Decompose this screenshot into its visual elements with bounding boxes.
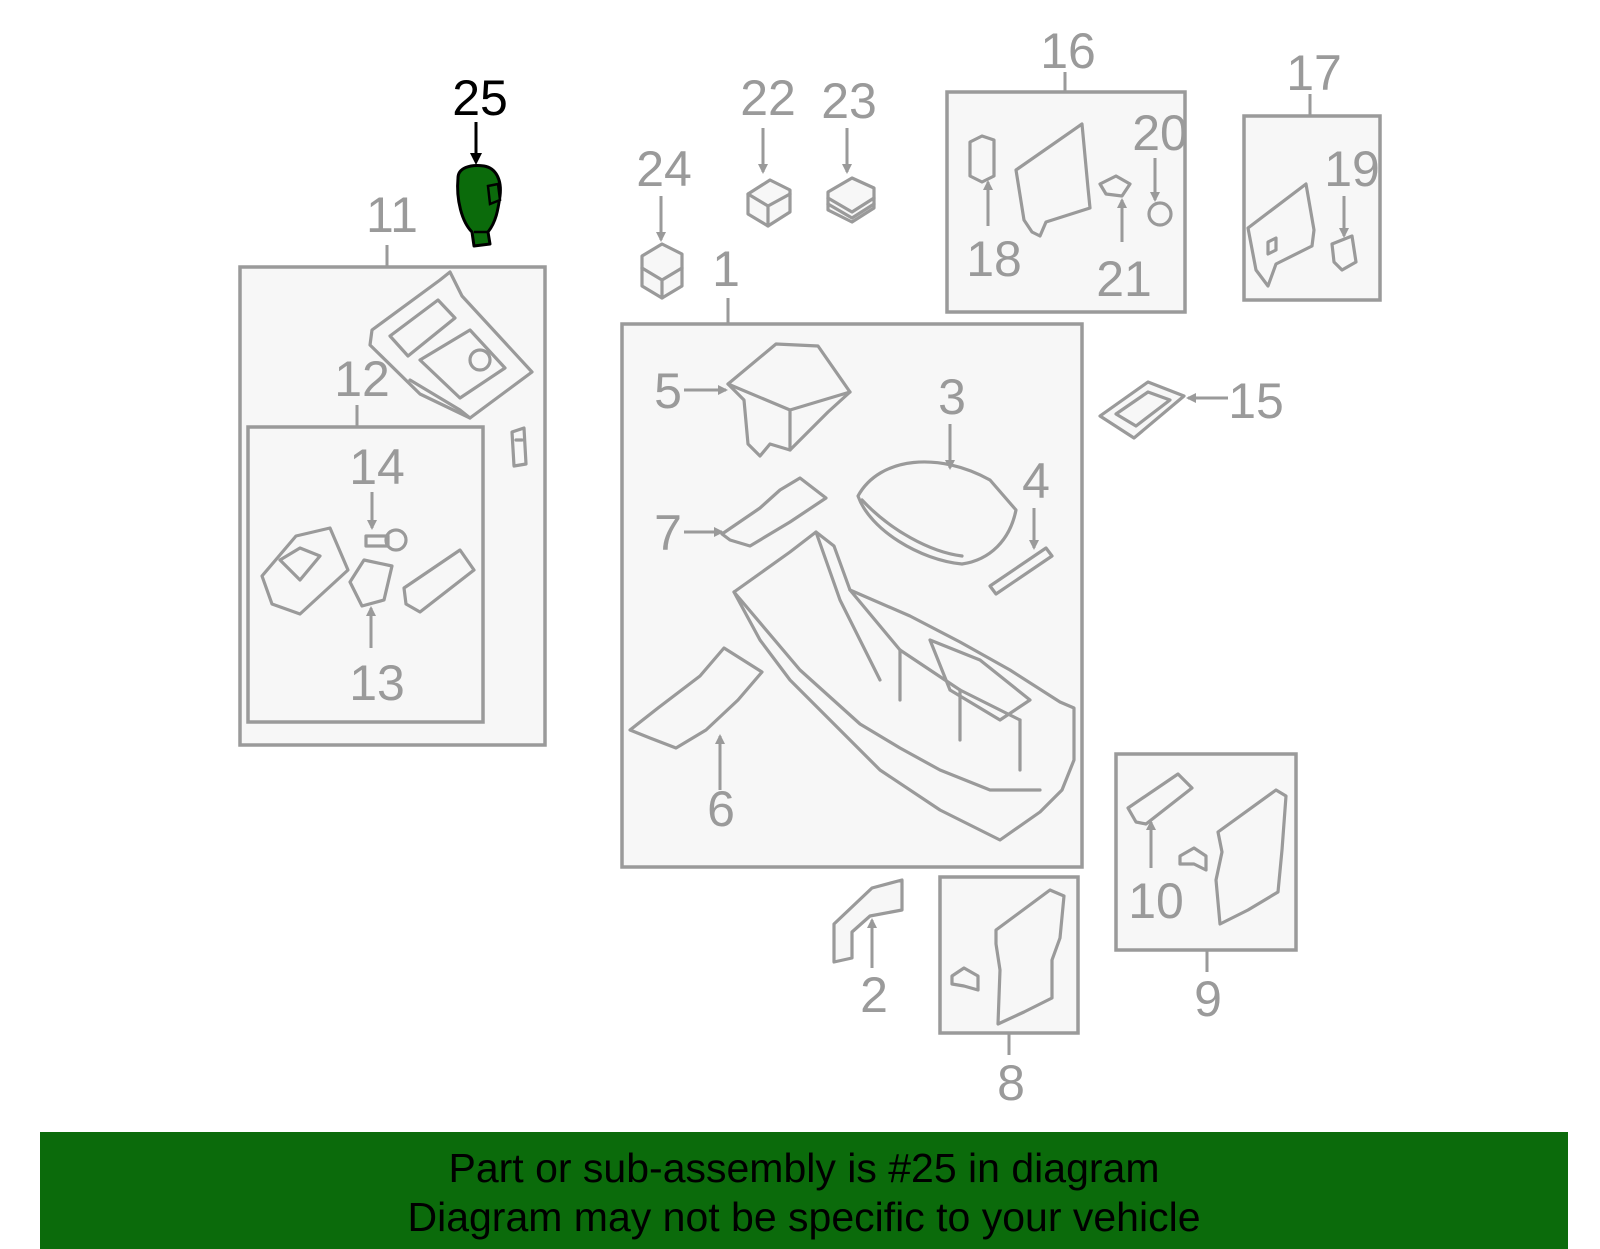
console-body bbox=[732, 530, 1076, 842]
pocket-part bbox=[402, 548, 476, 614]
bracket-16 bbox=[1014, 122, 1092, 238]
callout-24[interactable]: 24 bbox=[636, 141, 692, 197]
bulb-part bbox=[364, 528, 408, 552]
part-23 bbox=[826, 176, 876, 224]
callout-25[interactable]: 25 bbox=[452, 70, 508, 126]
callout-23[interactable]: 23 bbox=[821, 73, 877, 129]
switch-panel bbox=[260, 526, 350, 616]
callout-4[interactable]: 4 bbox=[1022, 453, 1050, 509]
callout-8[interactable]: 8 bbox=[997, 1055, 1025, 1111]
trim-strip bbox=[988, 546, 1054, 596]
shift-knob-icon[interactable] bbox=[456, 164, 502, 248]
panel-17 bbox=[1246, 182, 1316, 288]
bulb-21 bbox=[1098, 174, 1132, 198]
callout-19[interactable]: 19 bbox=[1324, 141, 1380, 197]
callout-17[interactable]: 17 bbox=[1286, 45, 1342, 101]
clip-19 bbox=[1330, 234, 1358, 272]
socket-part bbox=[348, 558, 394, 608]
part-22 bbox=[746, 178, 792, 228]
mat-15 bbox=[1098, 380, 1186, 440]
callout-18[interactable]: 18 bbox=[966, 231, 1022, 287]
clip-10 bbox=[1178, 846, 1208, 872]
handle-10 bbox=[1126, 772, 1194, 826]
clip-18 bbox=[968, 134, 996, 184]
bracket-part bbox=[720, 476, 828, 548]
bracket-2 bbox=[832, 878, 904, 964]
cap-20 bbox=[1147, 201, 1173, 227]
panel-8 bbox=[994, 888, 1066, 1026]
callout-21[interactable]: 21 bbox=[1096, 251, 1152, 307]
clip-icon bbox=[510, 426, 528, 468]
armrest-lid bbox=[856, 460, 1018, 566]
callout-5[interactable]: 5 bbox=[654, 363, 682, 419]
notice-banner: Part or sub-assembly is #25 in diagram D… bbox=[40, 1132, 1568, 1249]
callout-3[interactable]: 3 bbox=[938, 369, 966, 425]
callout-7[interactable]: 7 bbox=[654, 505, 682, 561]
tray-part bbox=[628, 646, 764, 750]
banner-line-2: Diagram may not be specific to your vehi… bbox=[407, 1194, 1201, 1240]
shifter-bezel bbox=[368, 270, 534, 420]
callout-11[interactable]: 11 bbox=[366, 187, 418, 243]
callout-16[interactable]: 16 bbox=[1040, 23, 1096, 79]
panel-9 bbox=[1214, 788, 1288, 926]
part-24 bbox=[640, 242, 684, 300]
callout-9[interactable]: 9 bbox=[1194, 971, 1222, 1027]
callout-15[interactable]: 15 bbox=[1228, 373, 1284, 429]
callout-2[interactable]: 2 bbox=[860, 967, 888, 1023]
banner-line-1: Part or sub-assembly is #25 in diagram bbox=[448, 1145, 1160, 1191]
callout-14[interactable]: 14 bbox=[349, 439, 405, 495]
callout-10[interactable]: 10 bbox=[1128, 873, 1184, 929]
callout-22[interactable]: 22 bbox=[740, 70, 796, 126]
callout-1[interactable]: 1 bbox=[712, 241, 740, 297]
callout-6[interactable]: 6 bbox=[707, 781, 735, 837]
callout-12[interactable]: 12 bbox=[334, 351, 390, 407]
clip-8 bbox=[950, 966, 980, 992]
cover-part bbox=[726, 342, 852, 458]
callout-20[interactable]: 20 bbox=[1132, 105, 1188, 161]
callout-13[interactable]: 13 bbox=[349, 655, 405, 711]
